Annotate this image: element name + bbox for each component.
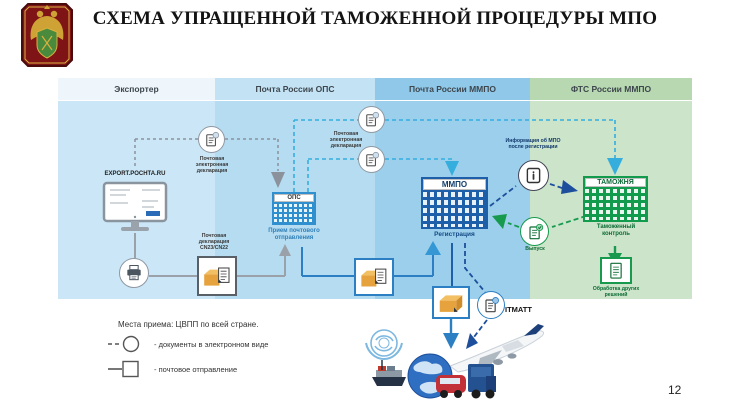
column-header-fts-mmpo: ФТС России ММПО xyxy=(530,78,692,100)
document-icon xyxy=(358,106,385,133)
edeclaration-label-b: Почтовая электронная декларация xyxy=(329,131,363,150)
other-decisions-label: Обработка других решений xyxy=(592,286,640,299)
printer-icon xyxy=(119,258,149,288)
cn-declaration-label: Почтовая декларация CN23/CN22 xyxy=(198,233,230,252)
legend-item-electronic-docs: - документы в электронном виде xyxy=(108,335,318,353)
document-icon xyxy=(600,257,632,284)
legend-item-label: - документы в электронном виде xyxy=(154,339,269,349)
document-icon xyxy=(198,126,225,153)
edeclaration-label-a: Почтовая электронная декларация xyxy=(195,156,229,175)
export-site-label: EXPORT.POCHTA.RU xyxy=(104,171,166,177)
release-label: Выпуск xyxy=(525,246,545,252)
customs-building-name: ТАМОЖНЯ xyxy=(585,178,646,187)
legend-title: Места приема: ЦВПП по всей стране. xyxy=(118,320,259,329)
monitor-icon xyxy=(102,181,168,231)
info-after-registration-label: Информация об МПО после регистрации xyxy=(505,138,561,151)
page-title: СХЕМА УПРАЩЕННОЙ ТАМОЖЕННОЙ ПРОЦЕДУРЫ МП… xyxy=(92,8,658,29)
package-document-icon xyxy=(197,256,237,296)
ops-caption: Прием почтового отправления xyxy=(268,228,320,242)
mmpo-caption: Регистрация xyxy=(434,231,475,238)
mmpo-building: ММПО xyxy=(421,177,488,229)
document-icon xyxy=(477,291,505,319)
column-header-post-ops: Почта России ОПС xyxy=(215,78,375,100)
legend-item-label: - почтовое отправление xyxy=(154,364,238,374)
document-icon xyxy=(358,146,385,173)
building-windows xyxy=(274,204,314,223)
ops-building-name: ОПС xyxy=(274,194,314,202)
column-header-exporter: Экспортер xyxy=(58,78,215,100)
mmpo-building-name: ММПО xyxy=(423,179,486,190)
package-document-icon xyxy=(354,258,394,296)
solid-line-square-icon xyxy=(108,360,139,378)
itmatt-label: ITMATT xyxy=(505,305,532,314)
dashed-line-circle-icon xyxy=(108,335,140,353)
customs-caption: Таможенный контроль xyxy=(596,224,636,238)
package-icon xyxy=(432,286,470,319)
page-number: 12 xyxy=(668,383,682,397)
customs-building: ТАМОЖНЯ xyxy=(583,176,648,222)
legend-item-postal-item: - почтовое отправление xyxy=(108,360,318,378)
ops-building: ОПС xyxy=(272,192,316,225)
document-info-icon xyxy=(518,160,549,191)
column-header-post-mmpo: Почта России ММПО xyxy=(375,78,530,100)
building-windows xyxy=(423,192,486,227)
coat-of-arms-icon xyxy=(21,3,73,67)
building-windows xyxy=(585,189,646,220)
legend: Места приема: ЦВПП по всей стране. - док… xyxy=(108,320,318,385)
transport-illustration xyxy=(365,324,545,399)
document-check-icon xyxy=(520,217,549,246)
